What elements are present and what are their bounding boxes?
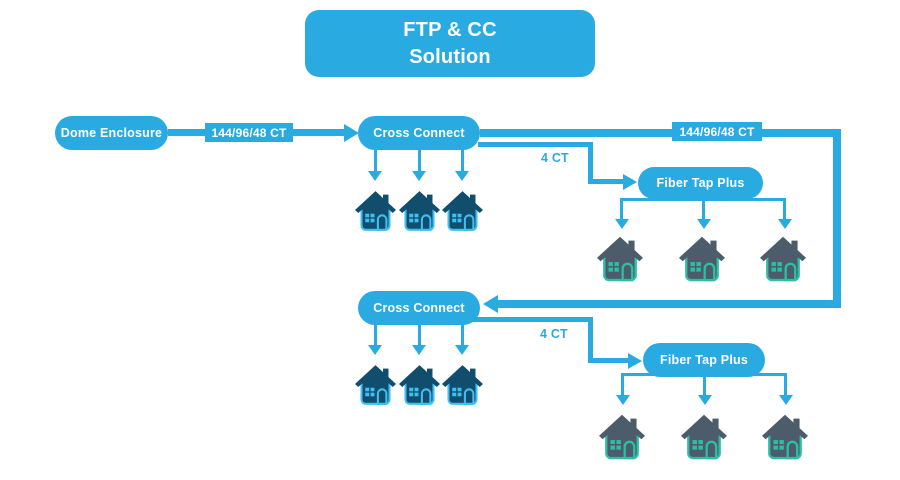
title-box: FTP & CC Solution (305, 10, 595, 77)
arrowhead-down-icon (778, 395, 793, 405)
connector-ftp1-drop-1 (620, 198, 623, 219)
arrowhead-down-icon (697, 395, 712, 405)
house-icon (599, 412, 645, 462)
house-icon (597, 234, 643, 284)
house-icon (681, 412, 727, 462)
title-line-1: FTP & CC (403, 18, 497, 41)
house-icon (679, 234, 725, 284)
arrowhead-down-icon (412, 171, 426, 181)
arrowhead-down-icon (412, 345, 426, 355)
arrowhead-down-icon (368, 171, 382, 181)
connector-4ct-top-v (588, 142, 593, 184)
house-icon (355, 189, 396, 233)
connector-cc2-drop-1 (373, 325, 377, 345)
connector-cc1-drop-3 (460, 150, 464, 171)
arrowhead-down-icon (455, 171, 469, 181)
connector-4ct-bottom-h2 (588, 358, 629, 363)
house-icon (399, 189, 440, 233)
house-icon (399, 363, 440, 407)
link-label-cc1-to-cc2: 144/96/48 CT (672, 122, 762, 141)
house-icon (760, 234, 806, 284)
arrowhead-down-icon (368, 345, 382, 355)
connector-ftp1-drop-2 (702, 198, 705, 219)
arrowhead-right-icon (628, 352, 642, 369)
connector-4ct-bottom-v (588, 317, 593, 363)
connector-cc1-right-horizontal (480, 129, 841, 137)
node-dome-enclosure: Dome Enclosure (55, 116, 168, 150)
link-label-4ct-bottom: 4 CT (540, 327, 568, 341)
house-icon (355, 363, 396, 407)
connector-cc1-drop-1 (373, 150, 377, 171)
connector-ftp2-drop-2 (703, 373, 706, 395)
arrowhead-down-icon (696, 219, 711, 229)
house-icon (442, 189, 483, 233)
arrowhead-right-icon (344, 123, 359, 142)
house-icon (442, 363, 483, 407)
connector-4ct-bottom-h1 (470, 317, 593, 322)
connector-cc1-drop-2 (417, 150, 421, 171)
arrowhead-left-icon (483, 295, 498, 313)
house-icon (762, 412, 808, 462)
arrowhead-down-icon (614, 219, 629, 229)
connector-cc2-drop-2 (417, 325, 421, 345)
arrowhead-down-icon (455, 345, 469, 355)
connector-ftp2-drop-3 (784, 373, 787, 395)
connector-cc2-drop-3 (460, 325, 464, 345)
connector-ftp1-drop-3 (783, 198, 786, 219)
connector-ftp2-drop-1 (621, 373, 624, 395)
arrowhead-down-icon (777, 219, 792, 229)
connector-to-cc2-horizontal (497, 300, 841, 308)
node-fiber-tap-plus-2: Fiber Tap Plus (643, 343, 765, 377)
node-cross-connect-1: Cross Connect (358, 116, 480, 150)
arrowhead-right-icon (623, 173, 637, 190)
title-line-2: Solution (409, 45, 491, 68)
arrowhead-down-icon (615, 395, 630, 405)
connector-right-vertical (833, 129, 841, 308)
node-fiber-tap-plus-1: Fiber Tap Plus (638, 167, 763, 199)
link-label-dome-to-cc1: 144/96/48 CT (205, 123, 293, 142)
connector-4ct-top-h1 (478, 142, 593, 147)
link-label-4ct-top: 4 CT (541, 151, 569, 165)
node-cross-connect-2: Cross Connect (358, 291, 480, 325)
connector-4ct-top-h2 (588, 179, 624, 184)
